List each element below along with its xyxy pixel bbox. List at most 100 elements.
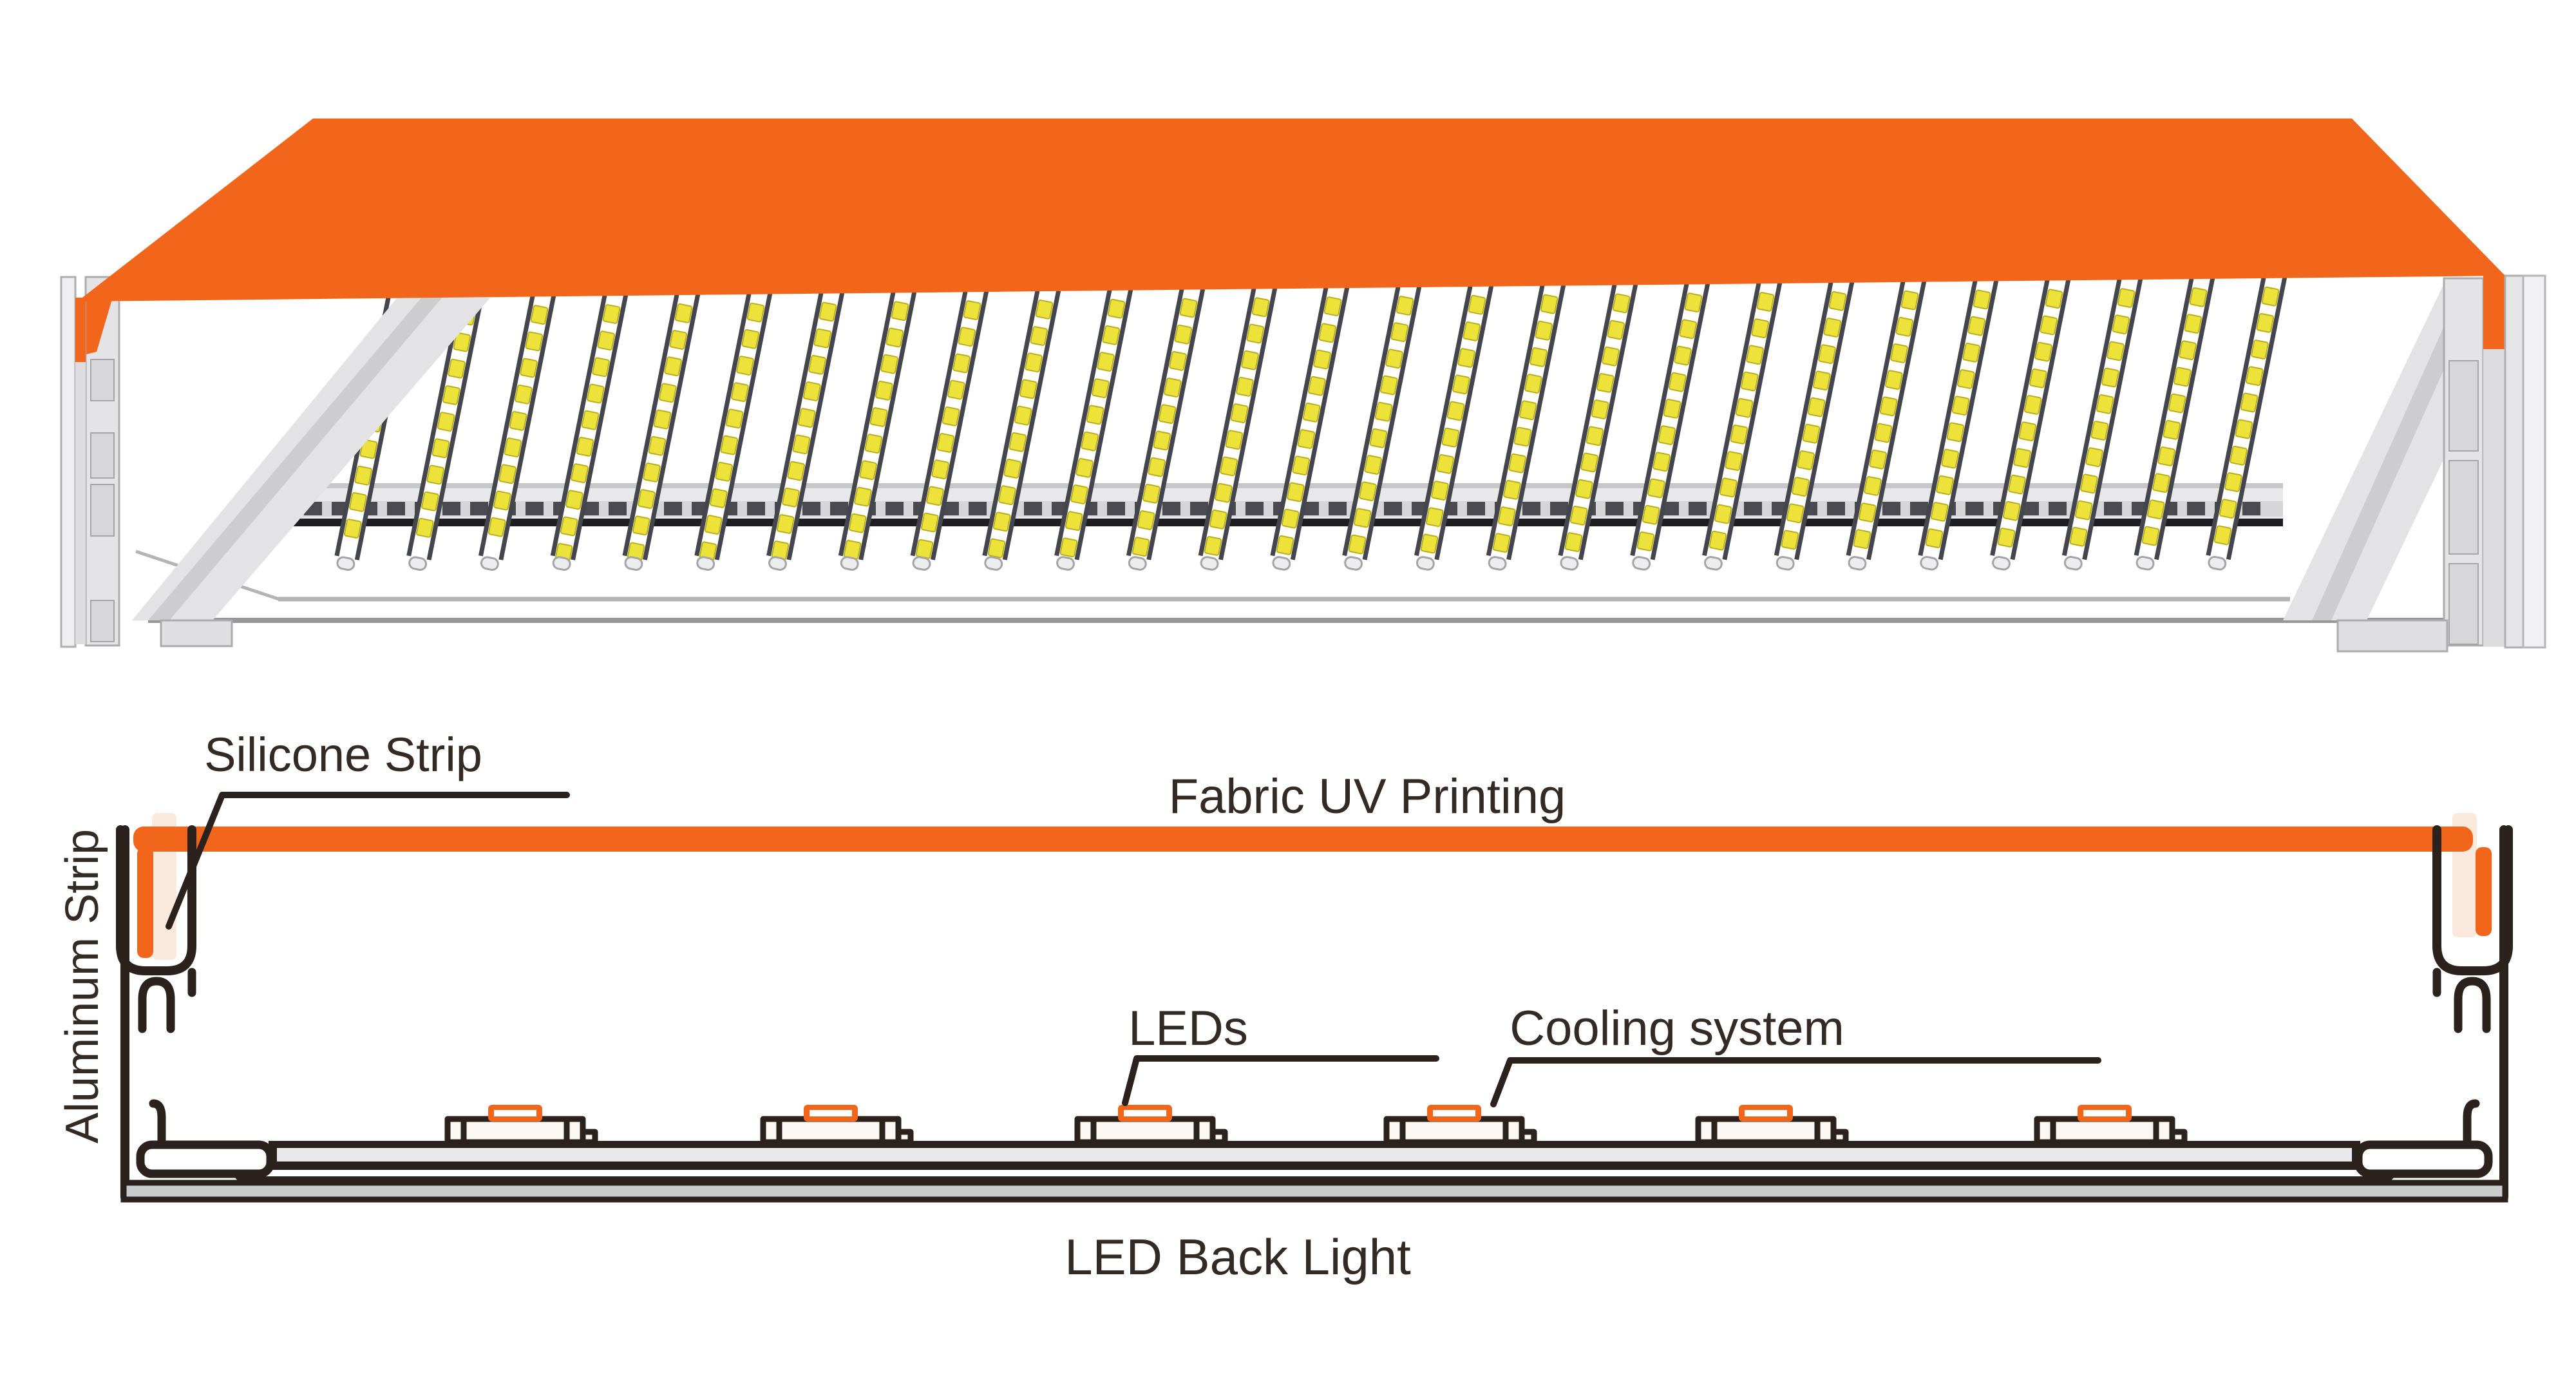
module-led-emitter-window — [1124, 1110, 1166, 1116]
led-chip — [1853, 529, 1871, 550]
left-profile-foot — [160, 619, 233, 647]
right-profile-gap — [2483, 349, 2505, 647]
led-strip-rail — [766, 288, 824, 557]
led-chip — [1030, 326, 1048, 346]
rail-slot — [1522, 502, 1540, 515]
led-chip — [2002, 501, 2021, 521]
led-strip-rail — [1290, 287, 1350, 560]
led-strip — [694, 289, 773, 571]
right-profile-foot — [2336, 619, 2448, 653]
led-chip — [2023, 395, 2042, 415]
led-chip — [1468, 294, 1486, 315]
led-chip — [2152, 473, 2170, 493]
led-chip — [920, 512, 939, 533]
led-chip — [787, 461, 805, 481]
left-profile-hooks — [138, 968, 196, 1145]
led-strip-rail — [1342, 282, 1401, 557]
led-chip — [1967, 316, 1986, 336]
led-chip — [2230, 445, 2248, 466]
silicone-strip-leader-line — [166, 792, 570, 930]
rail-slot — [1384, 502, 1402, 515]
led-chip — [1642, 504, 1660, 525]
led-chip — [1802, 423, 1821, 444]
led-strip-rail — [1414, 282, 1473, 557]
rail-top-edge — [283, 483, 2283, 488]
led-chip — [1241, 350, 1259, 370]
led-chip — [1348, 534, 1367, 555]
led-strip-end-cap — [2136, 555, 2155, 571]
led-chip — [1807, 397, 1826, 417]
led-strip-end-cap — [1056, 556, 1075, 571]
led-chip — [1215, 483, 1233, 503]
rail-slot — [2242, 502, 2260, 515]
led-chip — [653, 409, 672, 430]
led-chip — [587, 383, 605, 404]
led-chip — [776, 514, 795, 534]
led-strip-rail — [2061, 274, 2123, 556]
led-strip-rail — [1270, 283, 1329, 557]
led-strip-rail — [1218, 287, 1278, 560]
led-strip — [1989, 275, 2071, 571]
led-chip — [2235, 419, 2253, 439]
led-chip — [674, 303, 693, 323]
led-chip — [1075, 457, 1094, 478]
led-chip — [1086, 405, 1104, 425]
led-chip — [992, 512, 1011, 532]
rail-slot — [442, 502, 460, 515]
module-heatsink-pedestal — [460, 1116, 570, 1145]
rail-slot — [2187, 502, 2205, 515]
rail-slot — [1245, 502, 1264, 515]
led-chip — [886, 327, 904, 348]
led-module — [760, 1105, 914, 1145]
cooling-system-label: Cooling system — [1510, 1001, 1844, 1056]
led-strip — [1845, 276, 1927, 571]
led-strip-rail — [1434, 285, 1494, 560]
led-strip-end-cap — [552, 556, 571, 571]
led-strip-end-cap — [1992, 555, 2011, 571]
led-chip — [958, 327, 976, 347]
led-chip — [1364, 455, 1382, 475]
led-strip — [1629, 279, 1710, 571]
led-chip — [1070, 484, 1088, 504]
led-chip — [1607, 320, 1625, 340]
led-chip — [1818, 344, 1836, 365]
rail-slot — [1605, 502, 1624, 515]
led-chip — [1519, 400, 1537, 421]
led-chip — [343, 519, 362, 539]
led-chip — [2080, 473, 2098, 494]
led-chip — [453, 332, 471, 352]
led-chip — [1148, 457, 1166, 477]
led-chip — [669, 330, 688, 350]
led-chip — [2213, 525, 2232, 546]
left-profile-gap — [75, 361, 86, 644]
module-led-emitter-window — [1745, 1110, 1787, 1116]
led-strip — [1198, 283, 1278, 571]
left-fabric-tab — [86, 295, 113, 354]
led-strip-rail — [858, 291, 917, 560]
led-strip-end-cap — [696, 556, 715, 571]
led-strip — [2061, 274, 2143, 571]
led-chip — [1164, 378, 1182, 397]
led-chip — [664, 356, 682, 377]
led-chip — [2146, 499, 2165, 520]
led-strip-end-cap — [1848, 556, 1867, 571]
led-chip — [1823, 318, 1842, 338]
led-chip — [602, 304, 621, 324]
led-chip — [1540, 294, 1558, 314]
aluminum-back-panel — [277, 1148, 2352, 1162]
module-right-foot — [1830, 1129, 1849, 1145]
led-chip — [1236, 376, 1254, 397]
led-chip — [1302, 402, 1321, 423]
led-chip — [1941, 448, 1959, 469]
led-strip-rail — [838, 287, 896, 557]
rail-slot — [1329, 502, 1347, 515]
led-strip-rail — [1486, 280, 1546, 557]
led-module — [1383, 1105, 1537, 1145]
left-hook-arch — [138, 977, 175, 1033]
led-chip — [864, 434, 883, 454]
led-chip — [1946, 422, 1965, 443]
leds-leader-line — [1122, 1055, 1439, 1106]
led-chip — [1081, 431, 1099, 452]
led-chip — [1792, 477, 1810, 497]
